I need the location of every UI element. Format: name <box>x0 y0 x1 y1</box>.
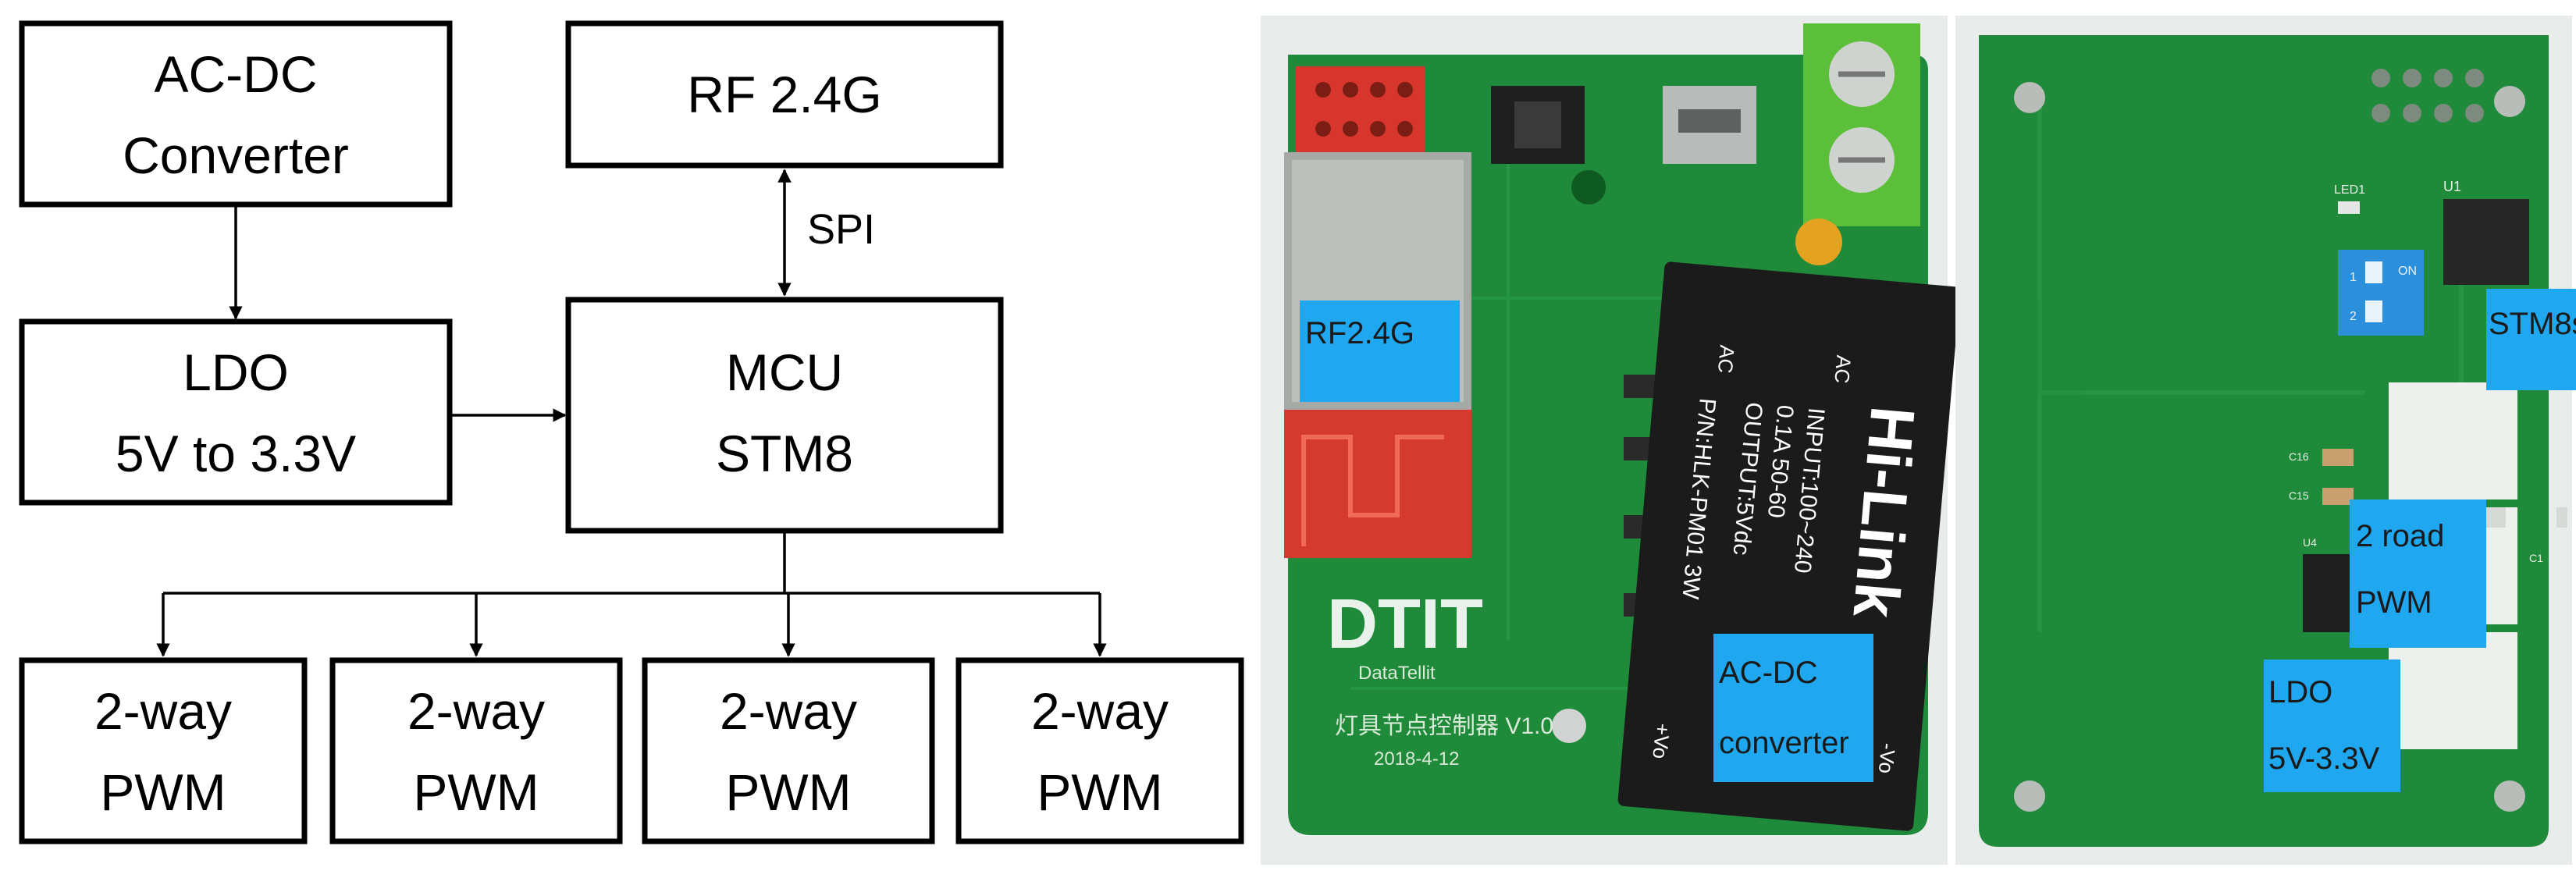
rf-box: RF 2.4G <box>565 20 1004 169</box>
c16-label: C16 <box>2289 450 2309 463</box>
block-diagram: AC-DC Converter RF 2.4G LDO 5V to 3.3V M… <box>19 20 1244 844</box>
pwm2-label-line1: 2-way <box>407 682 545 740</box>
pad-array <box>2371 69 2484 123</box>
callout-acdc: AC-DC converter <box>1713 634 1873 782</box>
capacitor <box>1795 219 1842 265</box>
u1-label: U1 <box>2443 179 2461 194</box>
pwm-box-2: 2-way PWM <box>329 657 623 844</box>
callout-pwm-line1: 2 road <box>2356 519 2444 553</box>
switch-on: ON <box>2398 265 2417 278</box>
ldo-label-line1: LDO <box>183 343 289 401</box>
callout-rf: RF2.4G <box>1300 300 1460 402</box>
mcu-box: MCU STM8 <box>565 297 1004 534</box>
callout-ldo: LDO 5V-3.3V <box>2264 659 2400 792</box>
pwm-box-4: 2-way PWM <box>955 657 1244 844</box>
ldo-regulator: U4 <box>2303 536 2350 632</box>
pwm3-label-line1: 2-way <box>720 682 857 740</box>
ldo-label-line2: 5V to 3.3V <box>116 425 356 482</box>
rf-label: RF 2.4G <box>687 66 881 123</box>
c15-label: C15 <box>2289 489 2309 502</box>
board-logo: DTIT DataTellit 灯具节点控制器 V1.0 2018-4-12 <box>1327 585 1553 770</box>
acdc-converter-box: AC-DC Converter <box>19 20 453 208</box>
pwm4-label-line1: 2-way <box>1031 682 1169 740</box>
logo-subtext: DataTellit <box>1358 663 1436 684</box>
ldo-box: LDO 5V to 3.3V <box>19 318 453 506</box>
switch-n1: 1 <box>2350 271 2357 284</box>
board-date: 2018-4-12 <box>1374 748 1459 770</box>
pwm-box-3: 2-way PWM <box>642 657 935 844</box>
pwm4-label-line2: PWM <box>1037 763 1162 821</box>
board-title: 灯具节点控制器 V1.0 <box>1335 713 1553 739</box>
acdc-module: AC AC Hi-Link INPUT:100~240 0.1A 50-60 O… <box>1617 261 1960 831</box>
module-vo-plus: +Vo <box>1648 723 1674 760</box>
pwm-box-1: 2-way PWM <box>19 657 308 844</box>
pwm2-label-line2: PWM <box>413 763 539 821</box>
callout-pwm-line2: PWM <box>2356 585 2432 620</box>
callout-acdc-line1: AC-DC <box>1719 656 1818 690</box>
photo-right: U1 1 2 ON LED1 C16 C15 U4 <box>1955 16 2576 865</box>
photo-left: AC AC Hi-Link INPUT:100~240 0.1A 50-60 O… <box>1261 16 1960 865</box>
acdc-label-line2: Converter <box>123 126 349 184</box>
callout-stm8: STM8s105 <box>2486 289 2576 390</box>
pwm1-label-line2: PWM <box>100 763 226 821</box>
module-vo-minus: -Vo <box>1874 742 1900 774</box>
mcu-label-line1: MCU <box>726 343 843 401</box>
module-ac-right: AC <box>1830 354 1856 385</box>
pwm-bus <box>156 533 1107 657</box>
callout-rf-text: RF2.4G <box>1305 316 1414 350</box>
logo-text: DTIT <box>1327 585 1483 663</box>
led1-label: LED1 <box>2334 183 2365 197</box>
c2-label: C2 <box>2494 552 2508 564</box>
pwm1-label-line1: 2-way <box>94 682 232 740</box>
led: LED1 <box>2334 183 2365 214</box>
acdc-label-line1: AC-DC <box>155 45 318 103</box>
spi-label: SPI <box>807 206 875 253</box>
callout-pwm: 2 road PWM <box>2350 499 2486 648</box>
c1-label: C1 <box>2529 552 2543 564</box>
switch-n2: 2 <box>2350 310 2357 323</box>
usb-port <box>1663 86 1756 164</box>
pwm3-label-line2: PWM <box>725 763 851 821</box>
callout-ldo-line1: LDO <box>2268 675 2332 709</box>
callout-stm8-text: STM8s105 <box>2489 307 2576 341</box>
callout-acdc-line2: converter <box>1719 726 1849 760</box>
screw-terminal <box>1803 23 1920 226</box>
callout-ldo-line2: 5V-3.3V <box>2268 741 2380 776</box>
dip-switch: 1 2 ON <box>2338 250 2424 336</box>
mcu-chip: U1 <box>2443 179 2529 285</box>
u4-label: U4 <box>2303 536 2317 549</box>
board-photos: AC AC Hi-Link INPUT:100~240 0.1A 50-60 O… <box>1257 0 2576 871</box>
mcu-label-line2: STM8 <box>716 425 853 482</box>
push-button <box>1491 86 1585 164</box>
module-ac-left: AC <box>1713 344 1739 375</box>
